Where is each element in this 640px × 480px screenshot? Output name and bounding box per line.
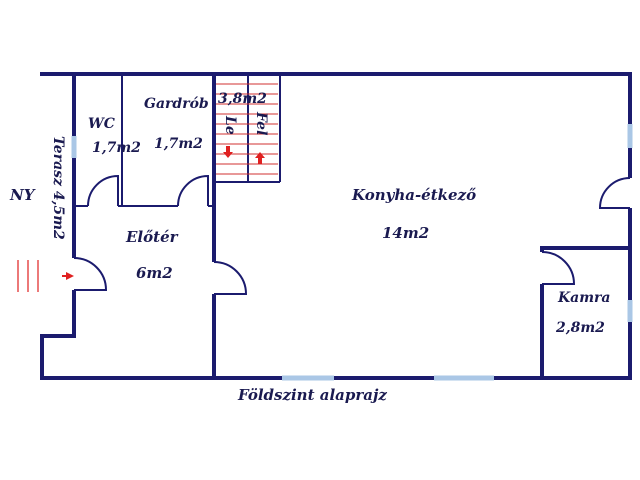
label-kitchen-area: 14m2 <box>382 224 429 242</box>
windows <box>71 124 633 381</box>
label-terasz: Terasz 4,5m2 <box>50 136 66 240</box>
stair-up-arrow-icon <box>255 152 265 164</box>
label-wc-name: WC <box>88 116 115 132</box>
label-stair-down: Le <box>222 115 238 135</box>
caption: Földszint alaprajz <box>237 386 387 404</box>
label-eloter-area: 6m2 <box>136 264 173 282</box>
entrance-arrow-icon <box>62 272 74 280</box>
label-wc-area: 1,7m2 <box>92 140 141 156</box>
walls <box>40 72 632 380</box>
label-gardrob-area: 1,7m2 <box>154 136 203 152</box>
label-ny: NY <box>9 186 36 204</box>
label-gardrob-name: Gardrób <box>144 96 209 112</box>
label-kitchen-name: Konyha-étkező <box>351 186 476 204</box>
label-eloter-name: Előtér <box>125 228 179 246</box>
stair-down-arrow-icon <box>223 146 233 158</box>
label-stair-area: 3,8m2 <box>218 91 267 107</box>
label-kamra-name: Kamra <box>557 290 611 306</box>
staircase <box>216 83 278 175</box>
terrace-hatch <box>17 260 39 292</box>
doors <box>71 174 633 295</box>
label-stair-up: Fel <box>253 111 269 135</box>
arrows <box>62 146 265 280</box>
label-kamra-area: 2,8m2 <box>555 320 605 336</box>
